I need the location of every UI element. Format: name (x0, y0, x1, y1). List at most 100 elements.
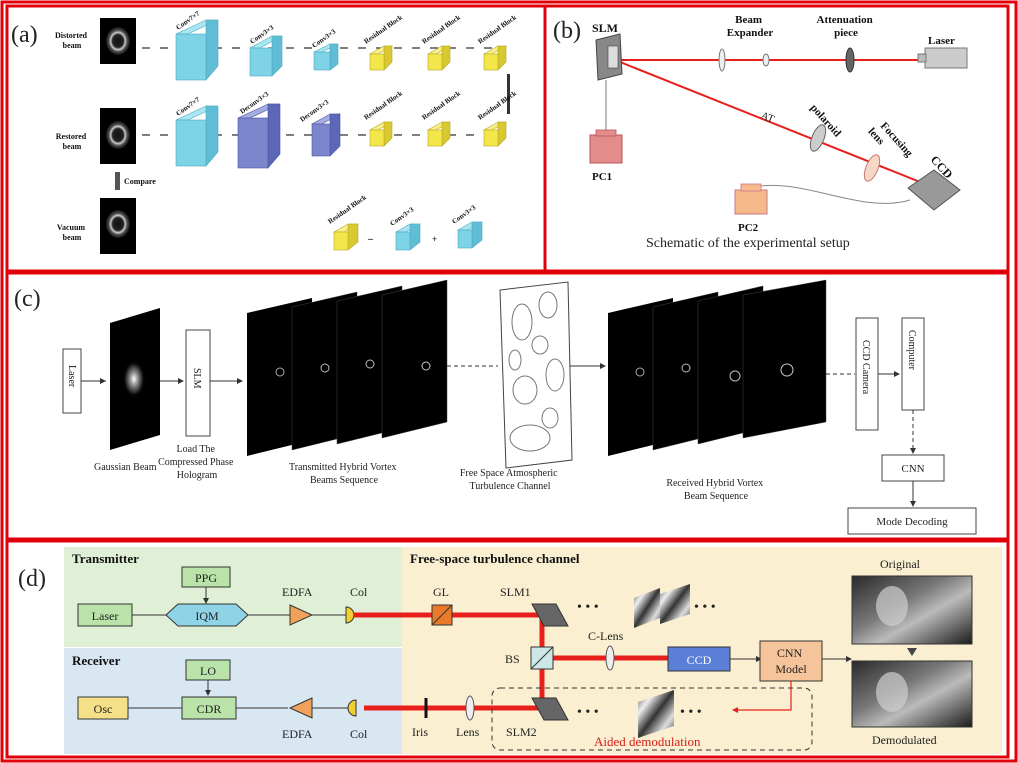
col-bottom-lens (347, 699, 357, 717)
cnn-box (881, 454, 945, 482)
decoder-block-1 (175, 105, 219, 167)
encoder-block-1 (175, 19, 219, 81)
panel-d-frame (5, 539, 1010, 759)
row-connector (507, 74, 510, 114)
encoder-block-3 (313, 43, 339, 71)
slm-face (607, 45, 619, 69)
ccd-camera (907, 169, 961, 211)
encoder-row: Conv7×7 Conv3×3 Conv3×3 Residual Block R… (142, 9, 518, 81)
hologram-top-1 (634, 588, 660, 628)
cnn-label: CNN (901, 463, 924, 475)
aided-demodulation-box (491, 687, 813, 751)
laser-nozzle (917, 53, 927, 63)
hologram-top-2 (660, 584, 690, 624)
pc1-label: PC1 (592, 171, 612, 183)
encoder-label-5: Residual Block (421, 13, 462, 45)
dots-bottom-left: • • • (577, 705, 599, 720)
at-label: AT (759, 110, 776, 126)
down-arrow (907, 648, 917, 656)
encoder-label-6: Residual Block (477, 13, 518, 45)
encoder-block-2 (249, 35, 283, 77)
mode-decoding-box (847, 507, 977, 535)
iris-label: Iris (412, 725, 428, 739)
cnn-model-label: CNN Model (775, 646, 807, 676)
legend-block-1 (332, 223, 360, 251)
demodulated-portrait (851, 660, 973, 728)
legend-dash: – (367, 234, 374, 245)
compare-label: Compare (124, 177, 156, 186)
laser-box-label: Laser (66, 365, 77, 388)
free-space-label: Free Space Atmospheric Turbulence Channe… (460, 468, 560, 492)
legend-block-2 (394, 223, 422, 251)
decoder-block-3 (310, 113, 342, 157)
bs-label: BS (505, 652, 520, 666)
transmitted-label: Transmitted Hybrid Vortex Beams Sequence (289, 462, 399, 486)
dots-top-left: • • • (577, 600, 599, 615)
legend-plus: + (432, 234, 437, 244)
panel-b-frame (543, 4, 1010, 273)
col-top-lens (345, 606, 355, 624)
distorted-beam-ring (106, 27, 130, 55)
slm1-mirror (531, 603, 569, 627)
legend-block-3 (456, 221, 484, 249)
vacuum-beam-ring (106, 210, 130, 238)
vacuum-label: Vacuum beam (57, 223, 87, 242)
slm2-mirror (531, 697, 569, 721)
mode-decoding-label: Mode Decoding (876, 516, 948, 528)
computer-label: Computer (906, 330, 917, 371)
polaroid-lens (809, 124, 827, 152)
edfa-top-amp (289, 604, 314, 626)
slm-label: SLM (592, 21, 618, 35)
aided-label: Aided demodulation (594, 734, 701, 749)
beam-expander-label: Beam Expander (727, 14, 774, 39)
focusing-lens (863, 154, 881, 182)
slm-box-label: SLM (191, 368, 202, 389)
legend-label-1: Residual Block (327, 193, 368, 225)
osc-label: Osc (94, 702, 113, 716)
ccd-camera-label: CCD Camera (860, 340, 871, 395)
feedback-line (736, 681, 792, 711)
original-portrait (851, 575, 973, 645)
iqm-label: IQM (195, 609, 219, 623)
col-bottom-label: Col (350, 727, 368, 741)
gaussian-label: Gaussian Beam (94, 462, 157, 473)
lo-label: LO (200, 664, 216, 678)
panel-a: (a) Distorted beam Restored beam Vacuum … (11, 9, 518, 254)
receiver-label: Receiver (72, 653, 121, 668)
decoder-block-5 (426, 121, 452, 147)
attenuation-piece (845, 47, 855, 73)
decoder-label-5: Residual Block (421, 89, 462, 121)
pc2-label: PC2 (738, 222, 759, 234)
restored-label: Restored beam (56, 132, 89, 151)
gl-label: GL (433, 585, 449, 599)
decoder-row: Conv7×7 Deconv3×3 Deconv3×3 Residual Blo… (142, 89, 518, 169)
beam-expander-lens-1 (718, 48, 726, 72)
lens-d (465, 695, 475, 721)
channel-label: Free-space turbulence channel (410, 551, 580, 566)
edfa-top-label: EDFA (282, 585, 313, 599)
pc1-icon (589, 134, 623, 164)
pc2-cable (749, 184, 911, 204)
slm2-label: SLM2 (506, 725, 537, 739)
residual-block-legend: – + Residual Block Conv3×3 Conv3×3 (327, 193, 484, 251)
decoder-label-6: Residual Block (477, 89, 518, 121)
encoder-block-6 (482, 45, 508, 71)
c-lens (605, 645, 615, 671)
received-label: Received Hybrid Vortex Beam Sequence (666, 478, 765, 502)
hologram-bottom (638, 690, 674, 738)
turbulence-screen (499, 281, 573, 469)
demodulated-label: Demodulated (872, 733, 937, 747)
ppg-label: PPG (195, 571, 217, 585)
dots-top-right: • • • (694, 600, 716, 615)
distorted-label: Distorted beam (55, 31, 89, 50)
laser-label: Laser (928, 35, 955, 47)
col-top-label: Col (350, 585, 368, 599)
lens-label-d: Lens (456, 725, 480, 739)
pc2-icon (734, 189, 768, 215)
pc1-base (595, 129, 617, 137)
attenuation-label: Attenuation piece (817, 14, 876, 39)
slm1-label: SLM1 (500, 585, 531, 599)
decoder-block-4 (368, 121, 394, 147)
panel-c-tag: (c) (14, 286, 41, 312)
